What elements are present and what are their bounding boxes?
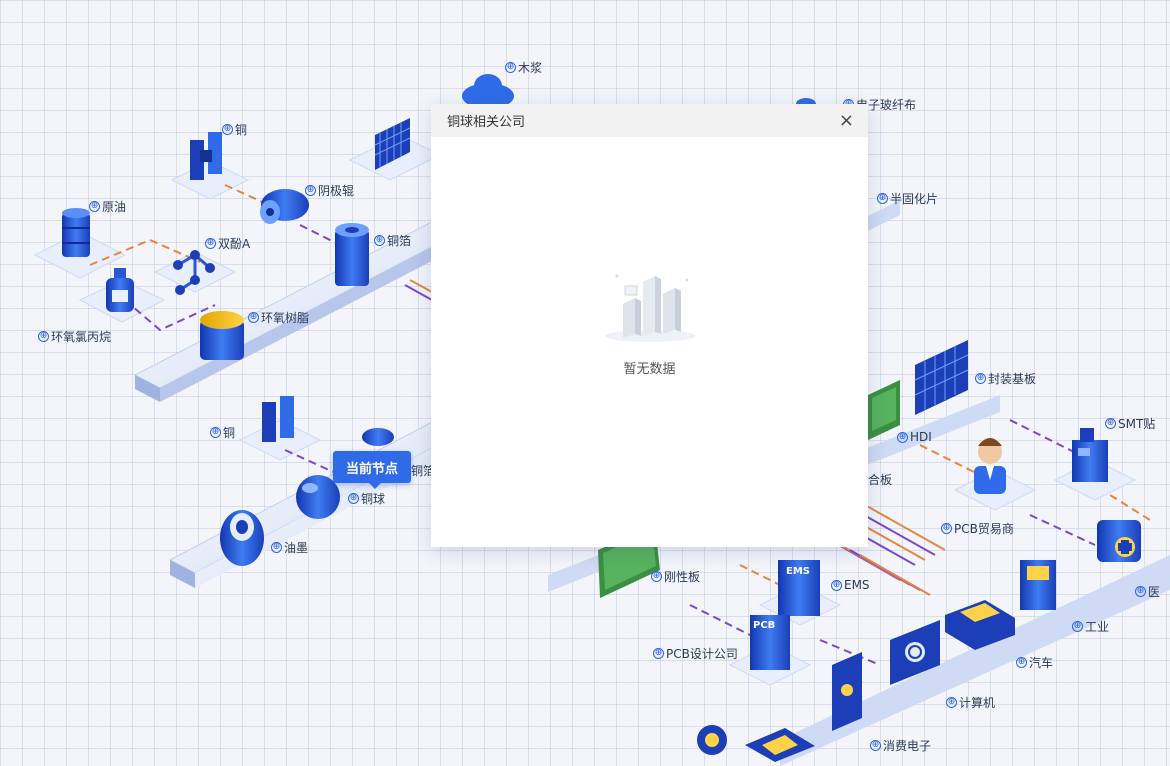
empty-state: 暂无数据 bbox=[431, 264, 868, 377]
node-youmo[interactable]: ⊕油墨 bbox=[271, 541, 309, 555]
node-mujiang[interactable]: ⊕木浆 bbox=[505, 61, 543, 75]
plus-icon: ⊕ bbox=[1135, 586, 1146, 597]
plus-icon: ⊕ bbox=[271, 542, 282, 553]
empty-data-icon bbox=[604, 274, 695, 342]
node-pcb-sheji[interactable]: ⊕PCB设计公司 bbox=[653, 647, 738, 661]
plus-icon: ⊕ bbox=[831, 579, 842, 591]
plus-icon: ⊕ bbox=[248, 312, 259, 323]
plus-icon: ⊕ bbox=[941, 523, 952, 534]
node-hdi[interactable]: ⊕HDI bbox=[897, 430, 932, 444]
plus-icon: ⊕ bbox=[975, 373, 986, 384]
node-ems[interactable]: ⊕EMS bbox=[831, 578, 870, 592]
copper-foil-mid-icon bbox=[362, 428, 394, 446]
node-gangxingban[interactable]: ⊕刚性板 bbox=[651, 570, 701, 584]
pcb-design-building-icon: PCB bbox=[750, 615, 790, 670]
plus-icon: ⊕ bbox=[89, 201, 100, 212]
plus-icon: ⊕ bbox=[877, 193, 888, 204]
current-node-tooltip: 当前节点 bbox=[333, 451, 411, 489]
plus-icon: ⊕ bbox=[348, 493, 359, 504]
dialog-title: 铜球相关公司 bbox=[447, 115, 526, 130]
node-bangu-huapian[interactable]: ⊕半固化片 bbox=[877, 192, 939, 206]
node-tongqiu[interactable]: ⊕铜球 bbox=[348, 492, 386, 506]
node-smt[interactable]: ⊕SMT贴 bbox=[1105, 417, 1156, 431]
plus-icon: ⊕ bbox=[38, 331, 49, 342]
copper-ball-icon bbox=[296, 475, 340, 519]
node-fengzhuang-jiban[interactable]: ⊕封装基板 bbox=[975, 372, 1037, 386]
ems-building-icon: EMS bbox=[778, 560, 820, 616]
copper-ingot-icon-top bbox=[190, 132, 222, 180]
node-tong-mid[interactable]: ⊕铜 bbox=[210, 426, 236, 440]
industrial-machine-icon bbox=[1020, 560, 1056, 610]
svg-text:EMS: EMS bbox=[786, 566, 810, 577]
plus-icon: ⊕ bbox=[205, 238, 216, 249]
node-gongye[interactable]: ⊕工业 bbox=[1072, 620, 1110, 634]
copper-ingot-icon-mid bbox=[262, 396, 294, 442]
plus-icon: ⊕ bbox=[1016, 657, 1027, 668]
computer-monitor-icon bbox=[890, 620, 940, 685]
dialog-header: 铜球相关公司 × bbox=[431, 104, 868, 137]
copper-foil-roll-icon bbox=[335, 223, 369, 286]
ink-roll-icon bbox=[220, 510, 264, 566]
plus-icon: ⊕ bbox=[1072, 621, 1083, 632]
related-companies-dialog: 铜球相关公司 × 暂无数据 bbox=[431, 104, 868, 547]
sensor-icon bbox=[697, 725, 727, 755]
smt-machine-icon bbox=[1072, 428, 1108, 482]
plus-icon: ⊕ bbox=[870, 740, 881, 751]
molecule-icon bbox=[173, 250, 215, 295]
plus-icon: ⊕ bbox=[305, 185, 316, 196]
empty-text: 暂无数据 bbox=[623, 362, 676, 377]
node-he-ban[interactable]: 合板 bbox=[868, 473, 893, 487]
node-huanyang-lvbingwan[interactable]: ⊕环氧氯丙烷 bbox=[38, 330, 112, 344]
node-yi[interactable]: ⊕医 bbox=[1135, 585, 1161, 599]
node-yuanyou[interactable]: ⊕原油 bbox=[89, 200, 127, 214]
node-pcb-maoyishang[interactable]: ⊕PCB贸易商 bbox=[941, 522, 1014, 536]
package-substrate-icon bbox=[914, 340, 969, 415]
node-qiche[interactable]: ⊕汽车 bbox=[1016, 656, 1054, 670]
plus-icon: ⊕ bbox=[1105, 418, 1116, 429]
plus-icon: ⊕ bbox=[651, 571, 662, 582]
node-xiaofei-dianzi[interactable]: ⊕消费电子 bbox=[870, 739, 932, 753]
resin-bucket-icon bbox=[200, 311, 244, 360]
oil-barrel-icon bbox=[62, 208, 90, 257]
cloud-icon bbox=[462, 74, 514, 109]
plus-icon: ⊕ bbox=[374, 235, 385, 246]
cathode-roller-icon bbox=[260, 189, 309, 224]
hdi-board-icon bbox=[868, 380, 900, 440]
node-tong-top[interactable]: ⊕铜 bbox=[222, 123, 248, 137]
node-tongbo[interactable]: ⊕铜箔 bbox=[374, 234, 412, 248]
node-yinjigun[interactable]: ⊕阴极辊 bbox=[305, 184, 355, 198]
close-icon[interactable]: × bbox=[838, 109, 854, 131]
plus-icon: ⊕ bbox=[222, 124, 233, 135]
plus-icon: ⊕ bbox=[210, 427, 221, 438]
plus-icon: ⊕ bbox=[946, 697, 957, 708]
pcb-trader-avatar-icon bbox=[974, 438, 1006, 494]
tablet-icon bbox=[832, 652, 862, 731]
node-huanyang-shuzhi[interactable]: ⊕环氧树脂 bbox=[248, 311, 310, 325]
car-icon bbox=[945, 600, 1015, 650]
bottom-right-platform bbox=[780, 555, 1170, 766]
node-jisuanji[interactable]: ⊕计算机 bbox=[946, 696, 996, 710]
medical-kit-icon bbox=[1097, 520, 1141, 562]
node-shuangfen-a[interactable]: ⊕双酚A bbox=[205, 237, 251, 251]
plus-icon: ⊕ bbox=[897, 431, 908, 443]
plus-icon: ⊕ bbox=[505, 62, 516, 73]
chemical-bottle-icon bbox=[106, 268, 134, 312]
svg-text:PCB: PCB bbox=[753, 620, 775, 631]
glass-fiber-grid-icon bbox=[374, 118, 411, 170]
node-tong-partial[interactable]: 铜箔 bbox=[411, 464, 431, 478]
chip-icon bbox=[745, 728, 815, 762]
plus-icon: ⊕ bbox=[653, 648, 664, 659]
